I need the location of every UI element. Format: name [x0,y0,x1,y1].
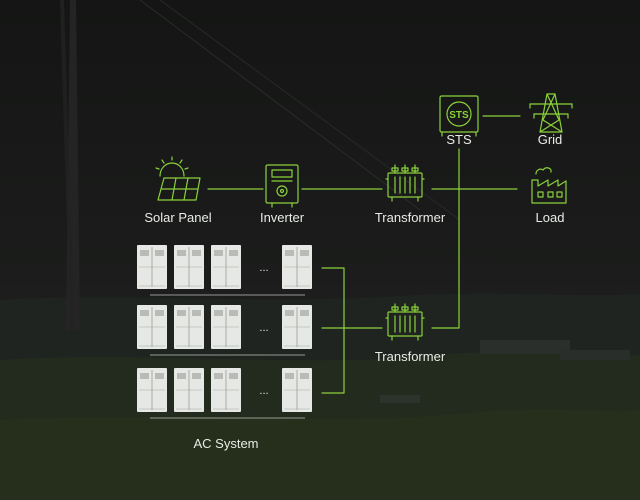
label-grid: Grid [537,132,563,147]
grid-tower-icon [529,93,573,133]
cabinet-ellipsis: ... [259,322,268,334]
label-inverter: Inverter [259,210,305,225]
cabinet-ellipsis: ... [259,385,268,397]
sts-badge-text: STS [449,110,469,121]
ac-cabinet [174,305,204,349]
ac-cabinet [282,368,312,412]
ac-cabinet [174,245,204,289]
ac-cabinet [211,305,241,349]
ac-cabinet [282,305,312,349]
ac-cabinet [137,305,167,349]
ac-cabinet [211,368,241,412]
ac-cabinet [137,368,167,412]
label-solar-panel: Solar Panel [144,210,212,225]
ac-cabinet [211,245,241,289]
label-transformer-bottom: Transformer [374,349,446,364]
label-transformer-top: Transformer [374,210,446,225]
factory-icon [531,167,567,204]
ac-cabinet [282,245,312,289]
transformer-icon-bottom [385,303,425,341]
sts-icon [439,95,479,137]
transformer-icon [385,164,425,202]
cabinet-ellipsis: ... [259,262,268,274]
solar-panel-icon [155,156,201,201]
label-sts: STS [446,132,472,147]
label-ac-system: AC System [193,436,259,451]
line-ac-bus [321,267,345,394]
ac-cabinet [137,245,167,289]
ac-cabinet [174,368,204,412]
line-transformer-sts [431,148,460,329]
inverter-icon [265,164,299,208]
label-load: Load [535,210,565,225]
ac-system-cabinets: ......... [137,245,312,419]
